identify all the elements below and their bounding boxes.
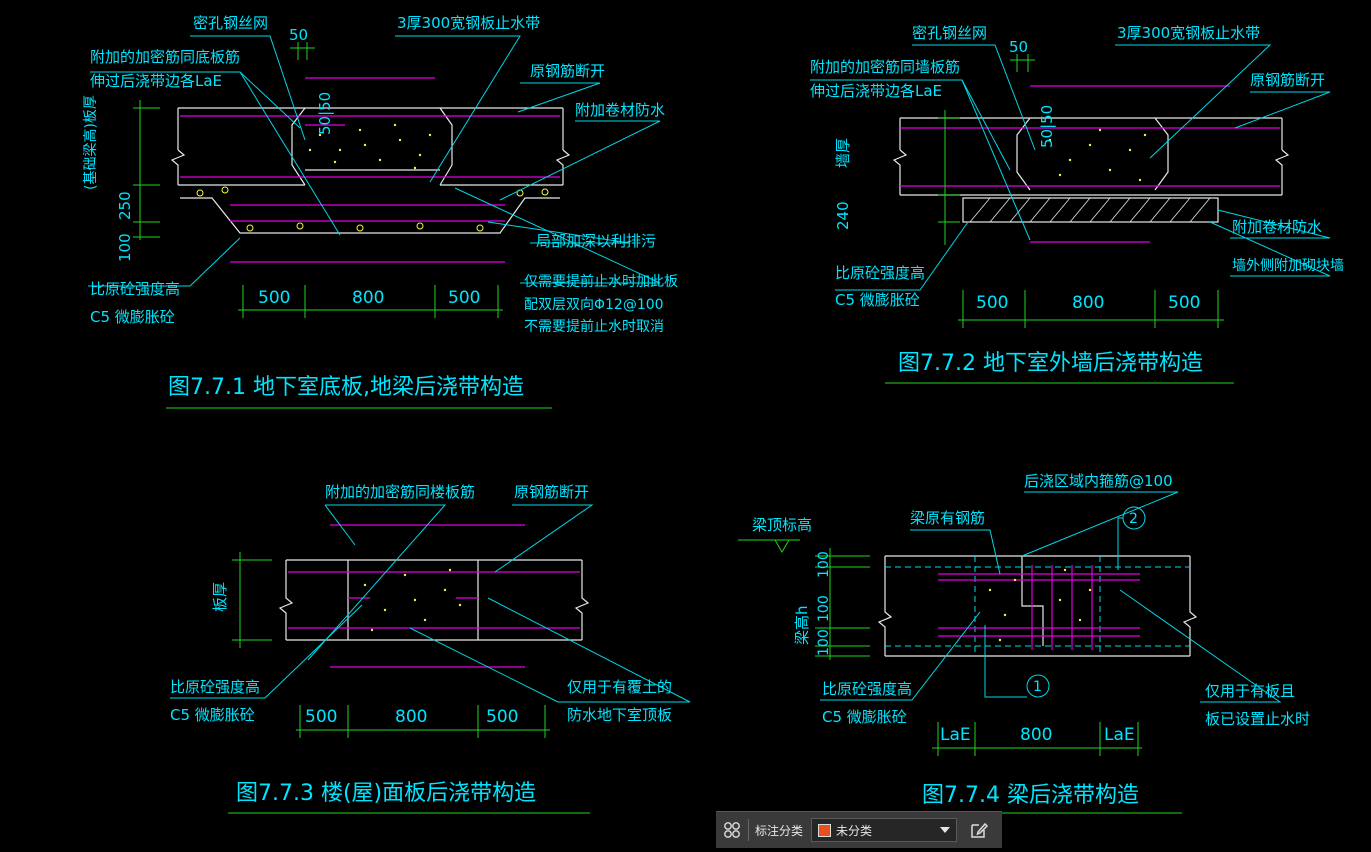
category-color-swatch xyxy=(818,823,832,837)
fig3-orig-bar-cut-label: 原钢筋断开 xyxy=(514,483,589,501)
fig3-dim-500b: 500 xyxy=(486,707,518,727)
fig2-extra-bar-label-1: 附加的加密筋同墙板筋 xyxy=(810,58,960,76)
fig2-steel-plate-label: 3厚300宽钢板止水带 xyxy=(1117,24,1260,42)
fig1-vert-label: (基础梁高)板厚 xyxy=(82,95,99,190)
fig4-dim-lae-b: LaE xyxy=(1104,725,1135,745)
fig2-brick-label: 墙外侧附加砌块墙 xyxy=(1232,258,1344,274)
figure-7-7-1: 密孔钢丝网 50 3厚300宽钢板止水带 附加的加密筋同底板筋 伸过后浇带边各L… xyxy=(82,14,678,409)
annotation-category-value: 未分类 xyxy=(836,823,873,838)
fig1-concrete-label-1: 比原砼强度高 xyxy=(90,280,180,298)
fig3-only-label-2: 防水地下室顶板 xyxy=(567,706,672,724)
fig4-concrete-label-1: 比原砼强度高 xyxy=(822,680,912,698)
fig2-mesh-label: 密孔钢丝网 xyxy=(912,24,987,42)
fig4-beam-h-label: 梁高h xyxy=(793,605,811,645)
fig1-mesh-label: 密孔钢丝网 xyxy=(193,14,268,32)
fig3-extra-bar-label: 附加的加密筋同楼板筋 xyxy=(325,483,475,501)
fig4-circle-2: 2 xyxy=(1129,511,1138,527)
fig1-dim-500b: 500 xyxy=(448,288,480,308)
annotation-category-label: 标注分类 xyxy=(755,823,804,838)
fig2-concrete-label-1: 比原砼强度高 xyxy=(835,264,925,282)
fig4-beam-top-label: 梁顶标高 xyxy=(752,516,812,534)
fig4-circle-1: 1 xyxy=(1033,679,1042,695)
annotation-category-select[interactable]: 未分类 xyxy=(811,818,958,842)
fig1-cancel-label: 不需要提前止水时取消 xyxy=(524,318,664,335)
fig1-waterproof-label: 附加卷材防水 xyxy=(575,101,665,119)
chevron-down-icon xyxy=(940,827,951,833)
fig2-dim-50: 50 xyxy=(1009,38,1028,56)
fig4-dim-100c: 100 xyxy=(816,629,832,656)
fig2-extra-bar-label-2: 伸过后浇带边各LaE xyxy=(810,82,942,100)
fig1-extra-bar-label-2: 伸过后浇带边各LaE xyxy=(90,72,222,90)
fig1-dim-250: 250 xyxy=(116,191,134,220)
edit-icon[interactable] xyxy=(961,812,997,848)
fig3-dim-800: 800 xyxy=(395,707,427,727)
fig3-dim-500a: 500 xyxy=(305,707,337,727)
fig3-only-label-1: 仅用于有覆土的 xyxy=(567,678,672,696)
fig1-deepen-label: 局部加深以利排污 xyxy=(536,232,656,250)
fig1-dim-5050: 50|50 xyxy=(316,92,334,135)
fig1-stop-plate-label: 仅需要提前止水时加此板 xyxy=(524,273,678,290)
fig2-dim-500a: 500 xyxy=(976,293,1008,313)
fig1-dim-500a: 500 xyxy=(258,288,290,308)
annotation-toolbar: 标注分类 未分类 xyxy=(716,811,1002,848)
fig1-rebar-label: 配双层双向Φ12@100 xyxy=(524,297,664,313)
fig4-stirrup-label: 后浇区域内箍筋@100 xyxy=(1024,472,1173,490)
fig2-waterproof-label: 附加卷材防水 xyxy=(1232,218,1322,236)
fig1-dim-50: 50 xyxy=(289,26,308,44)
fig1-extra-bar-label-1: 附加的加密筋同底板筋 xyxy=(90,48,240,66)
grid-icon[interactable] xyxy=(716,812,748,848)
fig2-wall-thk-label: 墙厚 xyxy=(834,138,852,168)
fig2-dim-240: 240 xyxy=(834,201,852,230)
toolbar-divider xyxy=(748,819,749,841)
fig2-dim-500b: 500 xyxy=(1168,293,1200,313)
figure-7-7-2: 密孔钢丝网 50 3厚300宽钢板止水带 附加的加密筋同墙板筋 伸过后浇带边各L… xyxy=(810,24,1344,384)
fig4-only-label-2: 板已设置止水时 xyxy=(1205,710,1310,728)
fig4-concrete-label-2: C5 微膨胀砼 xyxy=(822,708,907,726)
fig2-orig-bar-cut-label: 原钢筋断开 xyxy=(1250,71,1325,89)
fig1-dim-800: 800 xyxy=(352,288,384,308)
figure-7-7-3: 附加的加密筋同楼板筋 原钢筋断开 板厚 比原砼强度高 C5 微膨胀砼 仅用于有覆… xyxy=(170,483,691,814)
fig1-steel-plate-label: 3厚300宽钢板止水带 xyxy=(397,14,540,32)
fig2-concrete-label-2: C5 微膨胀砼 xyxy=(835,291,920,309)
fig4-dim-800: 800 xyxy=(1020,725,1052,745)
fig4-caption: 图7.7.4 梁后浇带构造 xyxy=(922,783,1139,808)
fig4-dim-100b: 100 xyxy=(816,595,832,622)
fig2-dim-5050: 50|50 xyxy=(1038,105,1056,148)
fig4-only-label-1: 仅用于有板且 xyxy=(1205,682,1295,700)
fig3-concrete-label-1: 比原砼强度高 xyxy=(170,678,260,696)
fig1-concrete-label-2: C5 微膨胀砼 xyxy=(90,308,175,326)
fig2-caption: 图7.7.2 地下室外墙后浇带构造 xyxy=(898,351,1203,376)
fig4-dim-lae-a: LaE xyxy=(940,725,971,745)
fig1-caption: 图7.7.1 地下室底板,地梁后浇带构造 xyxy=(168,375,524,400)
fig4-dim-100a: 100 xyxy=(816,551,832,578)
fig3-caption: 图7.7.3 楼(屋)面板后浇带构造 xyxy=(236,781,536,806)
fig1-dim-100: 100 xyxy=(116,233,134,262)
fig2-dim-800: 800 xyxy=(1072,293,1104,313)
fig3-concrete-label-2: C5 微膨胀砼 xyxy=(170,706,255,724)
fig3-slab-thk-label: 板厚 xyxy=(211,582,229,612)
figure-7-7-4: 后浇区域内箍筋@100 梁顶标高 梁原有钢筋 2 梁高h 100 100 100… xyxy=(738,472,1310,814)
fig1-orig-bar-cut-label: 原钢筋断开 xyxy=(530,62,605,80)
fig4-beam-bar-label: 梁原有钢筋 xyxy=(910,509,985,527)
